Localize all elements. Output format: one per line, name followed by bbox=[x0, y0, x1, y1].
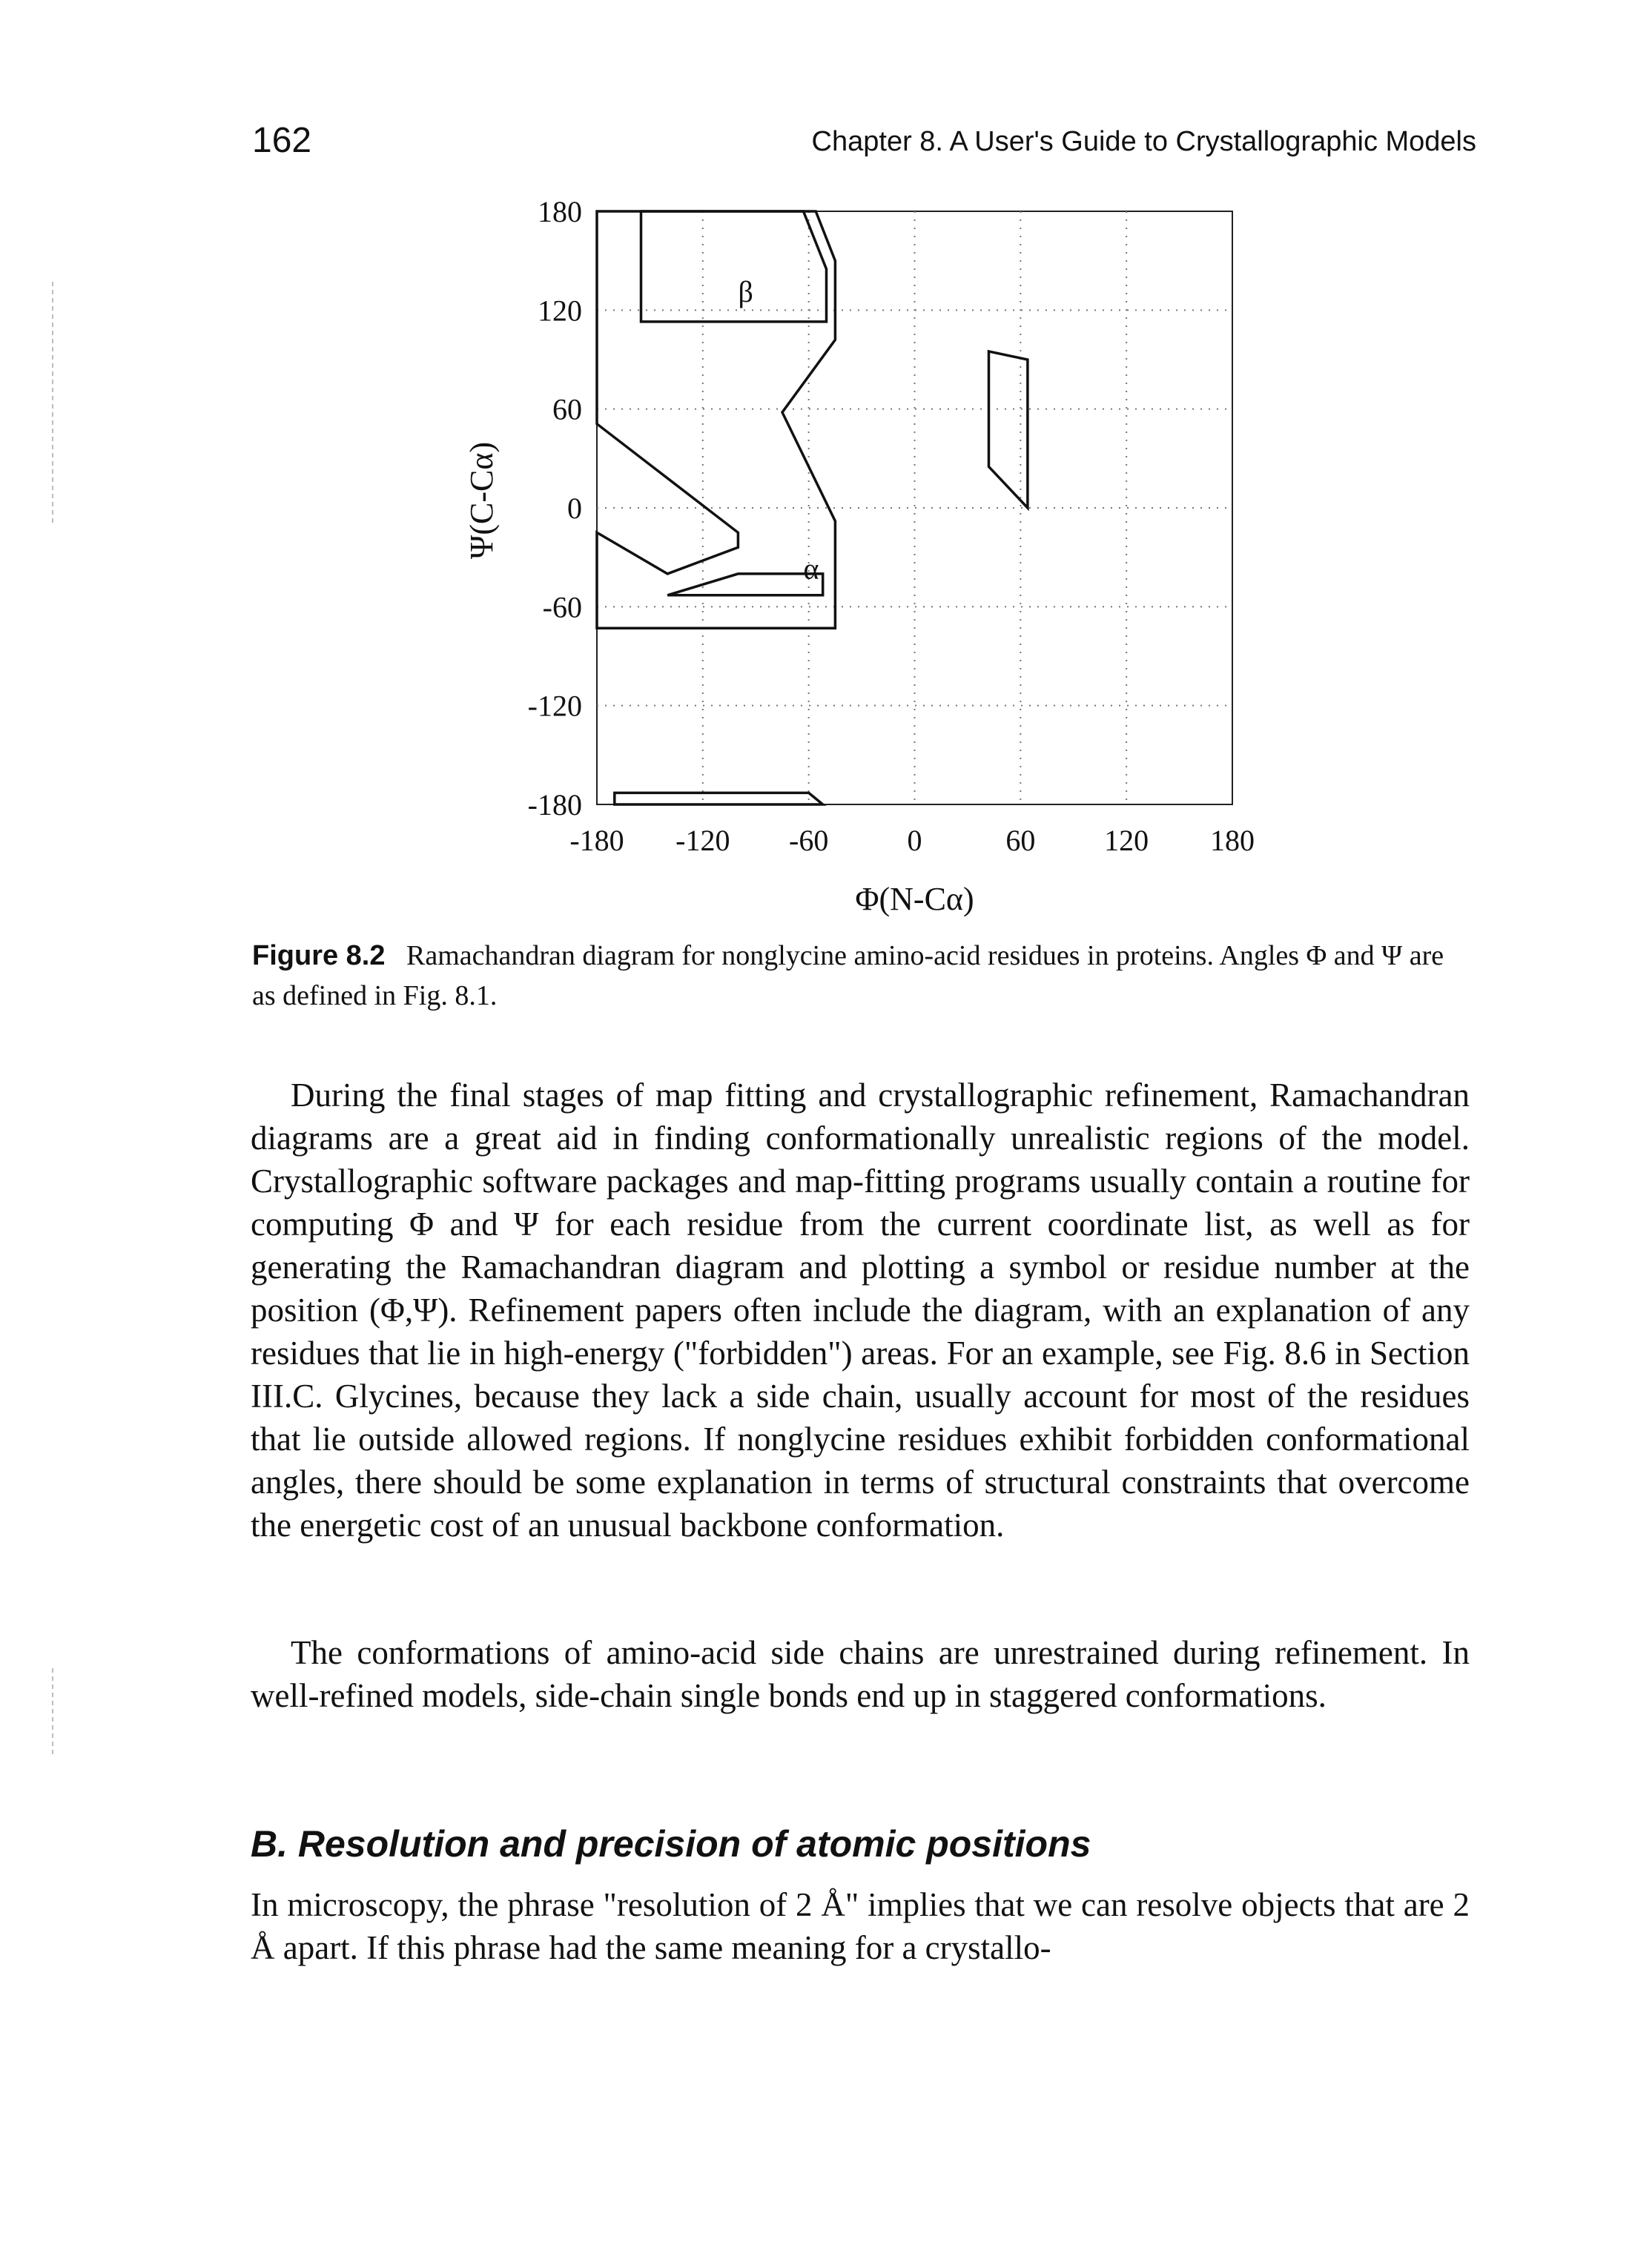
region-label: β bbox=[738, 275, 753, 308]
body-paragraph-2: The conformations of amino-acid side cha… bbox=[251, 1634, 1470, 1714]
y-axis-label: Ψ(C-Cα) bbox=[463, 442, 500, 559]
x-tick-label: 180 bbox=[1210, 824, 1255, 857]
y-tick-label: -60 bbox=[543, 590, 582, 624]
region-label: α bbox=[804, 552, 819, 586]
body-paragraph-1: During the final stages of map fitting a… bbox=[251, 1077, 1470, 1544]
plot-frame bbox=[596, 211, 1233, 805]
section-paragraph: In microscopy, the phrase "resolution of… bbox=[251, 1886, 1470, 1966]
x-tick-label: 0 bbox=[908, 824, 922, 857]
x-tick-label: 60 bbox=[1005, 824, 1035, 857]
figure-caption: Figure 8.2 Ramachandran diagram for nong… bbox=[252, 936, 1468, 1016]
figure-caption-text: Ramachandran diagram for nonglycine amin… bbox=[252, 940, 1444, 1011]
page-number: 162 bbox=[252, 121, 312, 160]
y-tick-label: 0 bbox=[567, 492, 582, 525]
ramachandran-plot: β α -180 -120 -60 0 60 120 180 180 120 60 0 -60 -120 -1… bbox=[463, 195, 1255, 917]
region-boundary bbox=[667, 572, 825, 597]
region-boundary bbox=[595, 210, 837, 629]
x-tick-label: -60 bbox=[789, 824, 828, 857]
region-boundary bbox=[639, 210, 828, 323]
x-axis-label: Φ(N-Cα) bbox=[855, 881, 974, 917]
region-boundary bbox=[987, 349, 1029, 512]
x-tick-label: -180 bbox=[569, 824, 624, 857]
scan-margin-mark bbox=[52, 1668, 53, 1757]
x-tick-label: 120 bbox=[1104, 824, 1149, 857]
y-tick-label: 180 bbox=[538, 195, 582, 228]
running-title: Chapter 8. A User's Guide to Crystallogr… bbox=[811, 126, 1476, 157]
y-tick-label: 60 bbox=[552, 393, 582, 426]
y-tick-label: -180 bbox=[528, 788, 582, 821]
figure-caption-label: Figure 8.2 bbox=[252, 940, 386, 971]
scan-margin-mark bbox=[52, 282, 53, 526]
y-tick-label: 120 bbox=[538, 294, 582, 327]
x-tick-label: -120 bbox=[675, 824, 730, 857]
region-boundary bbox=[613, 791, 827, 806]
y-tick-label: -120 bbox=[528, 690, 582, 723]
section-heading: B. Resolution and precision of atomic po… bbox=[251, 1823, 1091, 1865]
